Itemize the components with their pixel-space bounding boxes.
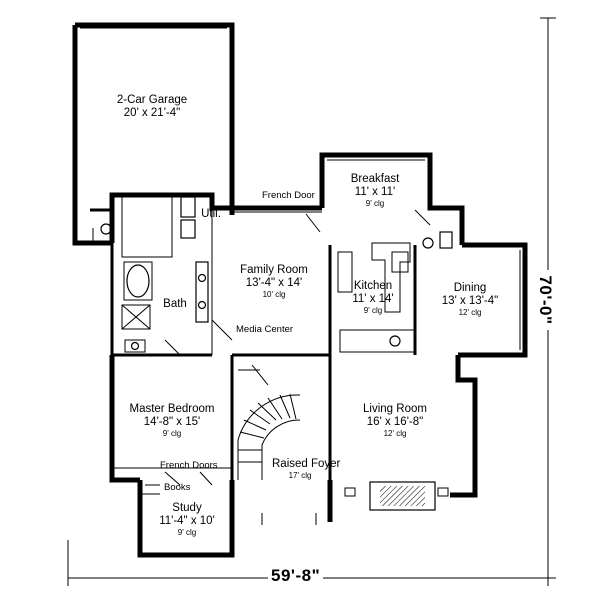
family-room-ceiling: 10' clg	[262, 290, 286, 300]
master-bedroom-walls	[109, 355, 234, 483]
family-room-size: 13'-4" x 14'	[245, 277, 303, 290]
dimension-depth-line	[540, 17, 556, 579]
family-room-walls	[211, 205, 330, 357]
dining-walls	[413, 242, 528, 358]
overall-width-dimension: 59'-8"	[268, 566, 324, 586]
breakfast-walls	[319, 152, 465, 249]
foyer-ceiling: 17' clg	[288, 471, 312, 481]
media-center-note: Media Center	[236, 324, 294, 335]
kitchen-name: Kitchen	[353, 280, 393, 292]
kitchen-walls	[328, 242, 416, 355]
garage-name: 2-Car Garage	[116, 94, 188, 106]
study-label: Study 11'-4" x 10' 9' clg	[146, 502, 228, 538]
family-room-label: Family Room 13'-4" x 14' 10' clg	[228, 264, 320, 300]
breakfast-ceiling: 9' clg	[365, 199, 385, 209]
master-bedroom-size: 14'-8" x 15'	[143, 416, 201, 429]
living-room-ceiling: 12' clg	[383, 429, 407, 439]
foyer-walls	[229, 480, 333, 525]
living-room-label: Living Room 16' x 16'-8" 12' clg	[343, 403, 447, 439]
books-note: Books	[164, 482, 191, 493]
breakfast-label: Breakfast 11' x 11' 9' clg	[335, 173, 415, 209]
study-name: Study	[172, 502, 202, 514]
french-doors-study-note: French Doors	[160, 460, 218, 471]
dining-size: 13' x 13'-4"	[441, 295, 499, 308]
stairs	[237, 364, 301, 480]
kitchen-ceiling: 9' clg	[363, 306, 383, 316]
garage-size: 20' x 21'-4"	[123, 107, 181, 120]
study-ceiling: 9' clg	[177, 528, 197, 538]
master-bedroom-ceiling: 9' clg	[162, 429, 182, 439]
kitchen-label: Kitchen 11' x 14' 9' clg	[342, 280, 404, 316]
foyer-label: Raised Foyer 17' clg	[272, 458, 341, 481]
master-bedroom-label: Master Bedroom 14'-8" x 15' 9' clg	[118, 403, 226, 439]
master-bedroom-name: Master Bedroom	[129, 403, 215, 415]
family-room-name: Family Room	[240, 264, 308, 276]
breakfast-size: 11' x 11'	[354, 186, 396, 199]
foyer-name: Raised Foyer	[272, 458, 341, 470]
dining-ceiling: 12' clg	[458, 308, 482, 318]
living-room-name: Living Room	[363, 403, 427, 415]
dining-label: Dining 13' x 13'-4" 12' clg	[426, 282, 514, 318]
living-room-walls	[328, 355, 478, 511]
french-door-note: French Door	[262, 190, 315, 201]
living-room-size: 16' x 16'-8"	[366, 416, 424, 429]
kitchen-size: 11' x 14'	[352, 293, 394, 306]
util-label: Util.	[196, 208, 226, 221]
study-walls	[137, 471, 235, 558]
bath-util-walls	[109, 192, 232, 357]
util-name: Util.	[201, 208, 221, 220]
dining-name: Dining	[453, 282, 487, 294]
garage-label: 2-Car Garage 20' x 21'-4"	[102, 94, 202, 120]
garage-walls	[72, 22, 235, 246]
breakfast-name: Breakfast	[350, 173, 400, 185]
bath-name: Bath	[163, 298, 187, 310]
overall-depth-dimension: 70'-0"	[535, 270, 555, 330]
study-size: 11'-4" x 10'	[159, 515, 215, 528]
bath-label: Bath	[155, 298, 195, 311]
